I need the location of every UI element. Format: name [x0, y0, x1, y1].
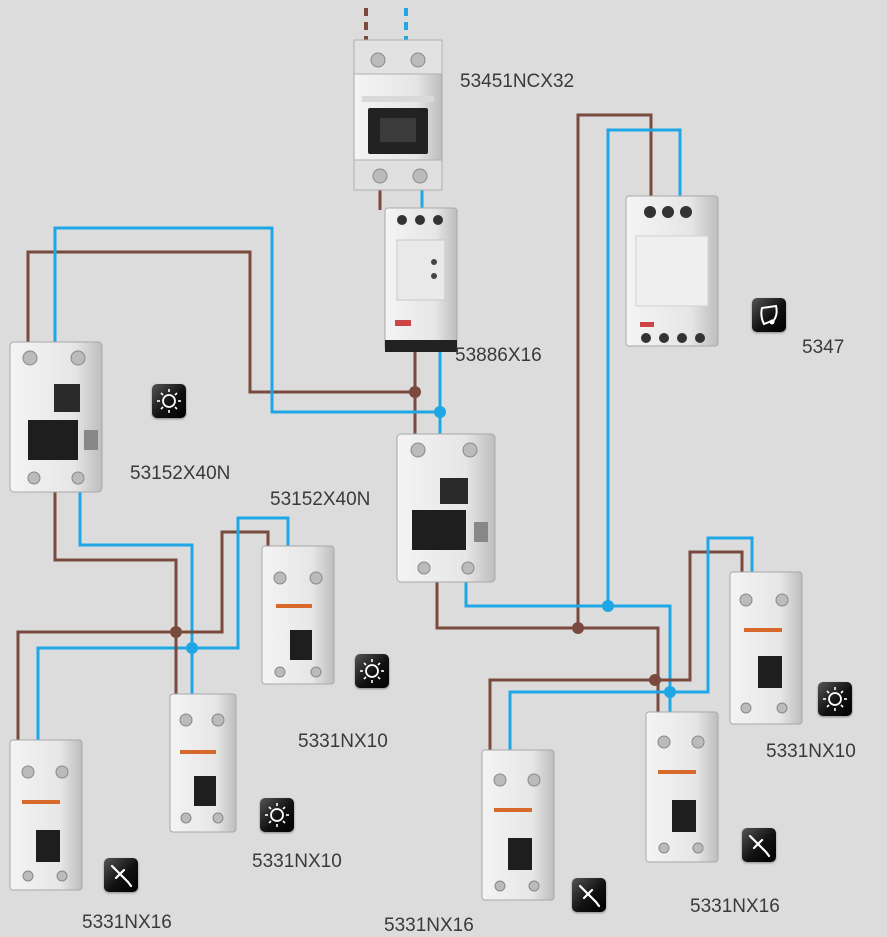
label-bell-transformer: 5347: [802, 337, 845, 358]
phase-wire: [488, 550, 744, 760]
neutral-wire: [508, 536, 754, 760]
mcb-e-device: [481, 749, 555, 901]
phase-wire: [16, 530, 270, 740]
lighting-icon: [818, 682, 852, 716]
socket-plug-icon: [742, 828, 776, 862]
socket-plug-icon: [572, 878, 606, 912]
neutral-wire: [36, 516, 290, 740]
phase-wire: [53, 490, 178, 632]
neutral-junction: [602, 600, 614, 612]
label-relay: 53886X16: [455, 345, 542, 366]
phase-junction: [409, 386, 421, 398]
neutral-junction: [434, 406, 446, 418]
phase-wire: [435, 580, 660, 680]
neutral-wire: [78, 490, 194, 648]
label-mcb-b: 5331NX10: [252, 851, 342, 872]
mcb-c-device: [9, 739, 83, 891]
neutral-wire: [53, 226, 440, 414]
rcd-left-device: [9, 341, 103, 493]
mcb-a-device: [261, 545, 335, 685]
socket-plug-icon: [104, 858, 138, 892]
mcb-b-device: [169, 693, 237, 833]
label-main-breaker: 53451NCX32: [460, 71, 575, 92]
neutral-wire: [464, 580, 672, 692]
phase-junction: [649, 674, 661, 686]
bell-icon: [752, 298, 786, 332]
label-mcb-e: 5331NX16: [384, 915, 474, 936]
phase-wire: [576, 113, 653, 628]
neutral-junction: [664, 686, 676, 698]
relay-device: [384, 207, 458, 352]
mcb-f-device: [645, 711, 719, 863]
lighting-icon: [355, 654, 389, 688]
label-mcb-a: 5331NX10: [298, 731, 388, 752]
label-mcb-c: 5331NX16: [82, 912, 172, 933]
label-rcd-left: 53152X40N: [130, 463, 231, 484]
lighting-icon: [152, 384, 186, 418]
label-mcb-d: 5331NX10: [766, 741, 856, 762]
label-rcd-center: 53152X40N: [270, 489, 371, 510]
phase-wire: [26, 250, 415, 394]
phase-junction: [572, 622, 584, 634]
label-mcb-f: 5331NX16: [690, 896, 780, 917]
rcd-center-device: [396, 433, 496, 583]
phase-junction: [170, 626, 182, 638]
neutral-wire: [606, 128, 682, 606]
lighting-icon: [260, 798, 294, 832]
mcb-d-device: [729, 571, 803, 725]
bell-transformer-device: [625, 195, 719, 347]
main-breaker-device: [353, 39, 443, 191]
neutral-junction: [186, 642, 198, 654]
